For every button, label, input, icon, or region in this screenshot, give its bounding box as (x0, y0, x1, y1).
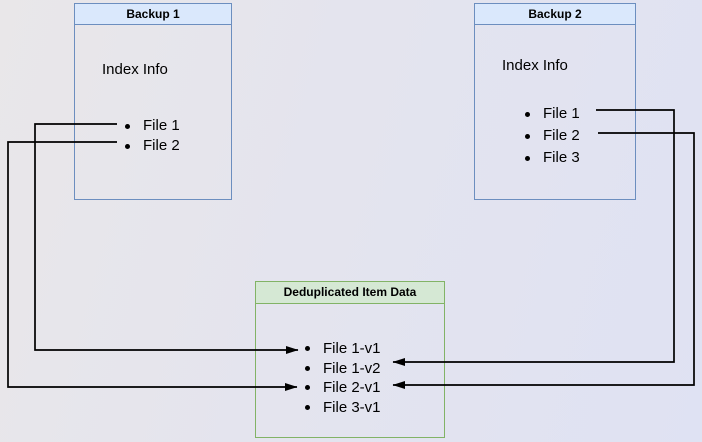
backup2-file-item: File 3 (521, 147, 580, 169)
dedup-file-list: File 1-v1 File 1-v2 File 2-v1 File 3-v1 (301, 339, 381, 417)
backup2-title: Backup 2 (475, 4, 635, 25)
dedup-file-item: File 3-v1 (301, 398, 381, 418)
backup1-file-item: File 1 (121, 116, 180, 136)
backup2-file-item: File 2 (521, 125, 580, 147)
backup1-file-item: File 2 (121, 136, 180, 156)
backup1-box: Backup 1 Index Info File 1 File 2 (74, 3, 232, 200)
backup2-file-item: File 1 (521, 103, 580, 125)
backup1-title: Backup 1 (75, 4, 231, 25)
dedup-file-item: File 2-v1 (301, 378, 381, 398)
backup2-file-list: File 1 File 2 File 3 (521, 103, 580, 169)
dedup-file-item: File 1-v2 (301, 359, 381, 379)
deduplicated-item-data-box: Deduplicated Item Data File 1-v1 File 1-… (255, 281, 445, 438)
backup2-box: Backup 2 Index Info File 1 File 2 File 3 (474, 3, 636, 200)
dedup-title: Deduplicated Item Data (256, 282, 444, 304)
backup1-index-info-label: Index Info (102, 61, 168, 78)
dedup-file-item: File 1-v1 (301, 339, 381, 359)
backup1-file-list: File 1 File 2 (121, 116, 180, 156)
backup2-index-info-label: Index Info (502, 57, 568, 74)
